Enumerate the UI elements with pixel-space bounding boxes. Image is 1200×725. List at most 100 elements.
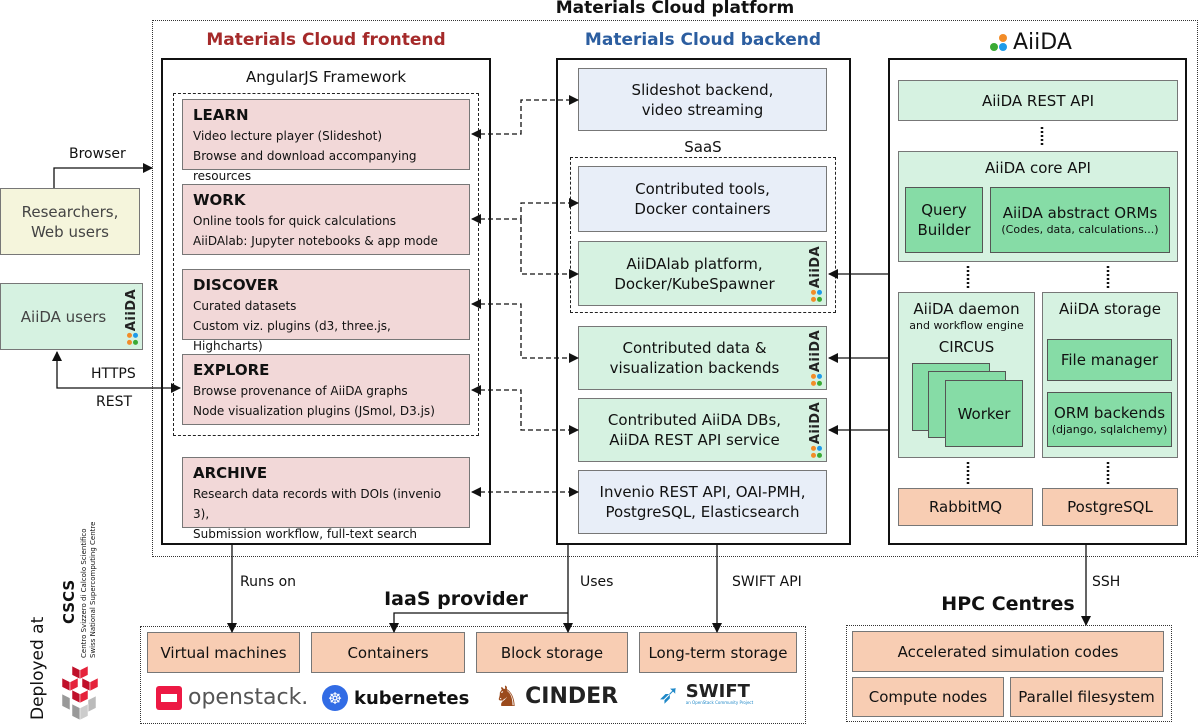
- box-line: ORM backends: [1053, 403, 1166, 422]
- cscs-line1: Centro Svizzero di Calcolo Scientifico: [80, 528, 88, 658]
- section-line: Browse provenance of AiiDA graphs: [193, 384, 408, 398]
- cinder-horse-icon: ♞: [494, 680, 520, 713]
- daemon-label: AiiDA daemon: [913, 300, 1020, 318]
- box-line: PostgreSQL, Elasticsearch: [605, 503, 800, 521]
- hpc-title: HPC Centres: [941, 593, 1075, 615]
- ssh-label: SSH: [1092, 574, 1121, 590]
- section-title: EXPLORE: [193, 361, 270, 379]
- contributed-aiida-dbs[interactable]: Contributed AiiDA DBs, AiiDA REST API ser…: [578, 398, 827, 462]
- invenio-services[interactable]: Invenio REST API, OAI-PMH, PostgreSQL, El…: [578, 470, 827, 534]
- section-title: LEARN: [193, 106, 249, 124]
- aiidalab-platform[interactable]: AiiDAlab platform,Docker/KubeSpawner Aii…: [578, 241, 827, 306]
- cscs-label: CSCS: [60, 579, 78, 624]
- swift-api-label: SWIFT API: [732, 574, 802, 590]
- compute-nodes[interactable]: Compute nodes: [852, 677, 1004, 717]
- virtual-machines[interactable]: Virtual machines: [147, 632, 300, 673]
- archive-section[interactable]: ARCHIVE Research data records with DOIs (…: [182, 457, 470, 541]
- aiida-logo-icon: AiiDA: [808, 402, 823, 459]
- box-line: Contributed data &: [622, 339, 767, 357]
- section-line: Node visualization plugins (JSmol, D3.js…: [193, 404, 435, 418]
- browser-arrow: [53, 163, 153, 188]
- kubernetes-icon: ☸: [322, 685, 348, 711]
- section-line: Research data records with DOIs (invenio…: [193, 487, 442, 521]
- swift-bird-icon: ➶: [658, 680, 680, 710]
- openstack-text: openstack.: [188, 685, 309, 710]
- box-line: AiiDA REST API service: [609, 431, 780, 449]
- cscs-line2: Swiss National Supercomputing Centre: [89, 521, 97, 658]
- section-line: Online tools for quick calculations: [193, 214, 396, 228]
- box-line: visualization backends: [609, 359, 780, 377]
- platform-frame: [152, 20, 1198, 557]
- cinder-logo: ♞ CINDER: [494, 680, 618, 713]
- openstack-icon: [156, 685, 182, 710]
- explore-section[interactable]: EXPLORE Browse provenance of AiiDA graphs…: [182, 354, 470, 425]
- core-api-label: AiiDA core API: [985, 159, 1091, 177]
- file-manager[interactable]: File manager: [1047, 339, 1172, 381]
- aiida-rest-api[interactable]: AiiDA REST API: [898, 80, 1178, 121]
- box-line: AiiDAlab platform,: [626, 254, 763, 273]
- cinder-text: CINDER: [525, 684, 619, 709]
- section-title: ARCHIVE: [193, 464, 268, 482]
- box-line: Contributed AiiDA DBs,: [607, 411, 782, 429]
- aiida-logo-icon: [990, 34, 1007, 51]
- box-line: Invenio REST API, OAI-PMH,: [599, 483, 806, 501]
- rabbitmq[interactable]: RabbitMQ: [898, 488, 1033, 526]
- rest-label: REST: [96, 394, 133, 410]
- angular-group: [173, 93, 479, 436]
- aiida-logo-icon: AiiDA: [808, 330, 823, 387]
- block-storage[interactable]: Block storage: [476, 632, 628, 673]
- box-subline: (django, sqlalchemy): [1051, 422, 1168, 436]
- aiida-panel: [888, 58, 1187, 545]
- aiida-logo-text: AiiDA: [1013, 30, 1072, 55]
- section-line: Custom viz. plugins (d3, three.js, Highc…: [193, 319, 391, 353]
- box-line: Researchers,: [21, 202, 119, 221]
- uses-label: Uses: [580, 574, 614, 590]
- aiida-header-logo: AiiDA: [990, 30, 1072, 55]
- deployed-at-label: Deployed at: [28, 616, 48, 720]
- box-line: video streaming: [641, 100, 764, 119]
- containers[interactable]: Containers: [311, 632, 465, 673]
- frontend-title: Materials Cloud frontend: [206, 30, 446, 50]
- saas-label: SaaS: [684, 138, 722, 156]
- box-subline: (Codes, data, calculations...): [1001, 223, 1159, 236]
- researchers-box[interactable]: Researchers,Web users: [0, 188, 140, 255]
- section-title: DISCOVER: [193, 276, 279, 294]
- backend-title: Materials Cloud backend: [584, 30, 822, 50]
- slideshot-backend[interactable]: Slideshot backend,video streaming: [578, 68, 827, 131]
- box-line: Web users: [30, 222, 109, 241]
- circus-label: CIRCUS: [938, 338, 995, 356]
- postgresql[interactable]: PostgreSQL: [1042, 488, 1178, 526]
- box-line: Docker/KubeSpawner: [614, 274, 775, 293]
- box-line: Contributed tools,: [635, 180, 770, 198]
- framework-label: AngularJS Framework: [245, 68, 407, 86]
- cscs-cubes-icon: [61, 665, 99, 721]
- parallel-filesystem[interactable]: Parallel filesystem: [1010, 677, 1163, 717]
- section-line: Curated datasets: [193, 299, 297, 313]
- accelerated-codes[interactable]: Accelerated simulation codes: [852, 631, 1164, 672]
- hpc-group: [846, 625, 1172, 722]
- iaas-title: IaaS provider: [384, 588, 528, 610]
- contributed-data-backends[interactable]: Contributed data & visualization backends…: [578, 326, 827, 390]
- box-line: Query: [921, 201, 967, 219]
- box-line: Docker containers: [634, 200, 771, 218]
- swift-tagline: an OpenStack Community Project: [685, 700, 754, 705]
- section-title: WORK: [193, 191, 246, 209]
- aiida-users-box[interactable]: AiiDA users AiiDA: [0, 283, 143, 350]
- box-line: AiiDA users: [20, 307, 107, 326]
- abstract-orms[interactable]: AiiDA abstract ORMs(Codes, data, calcula…: [990, 187, 1170, 253]
- contributed-tools[interactable]: Contributed tools, Docker containers: [578, 166, 827, 232]
- kubernetes-logo: ☸ kubernetes: [322, 685, 469, 711]
- section-line: Submission workflow, full-text search: [193, 527, 418, 541]
- box-line: AiiDA abstract ORMs: [1002, 204, 1158, 222]
- long-term-storage[interactable]: Long-term storage: [639, 632, 797, 673]
- daemon-sublabel: and workflow engine: [909, 319, 1024, 332]
- storage-label: AiiDA storage: [1059, 300, 1161, 318]
- platform-title: Materials Cloud platform: [555, 0, 795, 18]
- worker[interactable]: Worker: [945, 380, 1023, 447]
- orm-backends[interactable]: ORM backends(django, sqlalchemy): [1047, 392, 1172, 447]
